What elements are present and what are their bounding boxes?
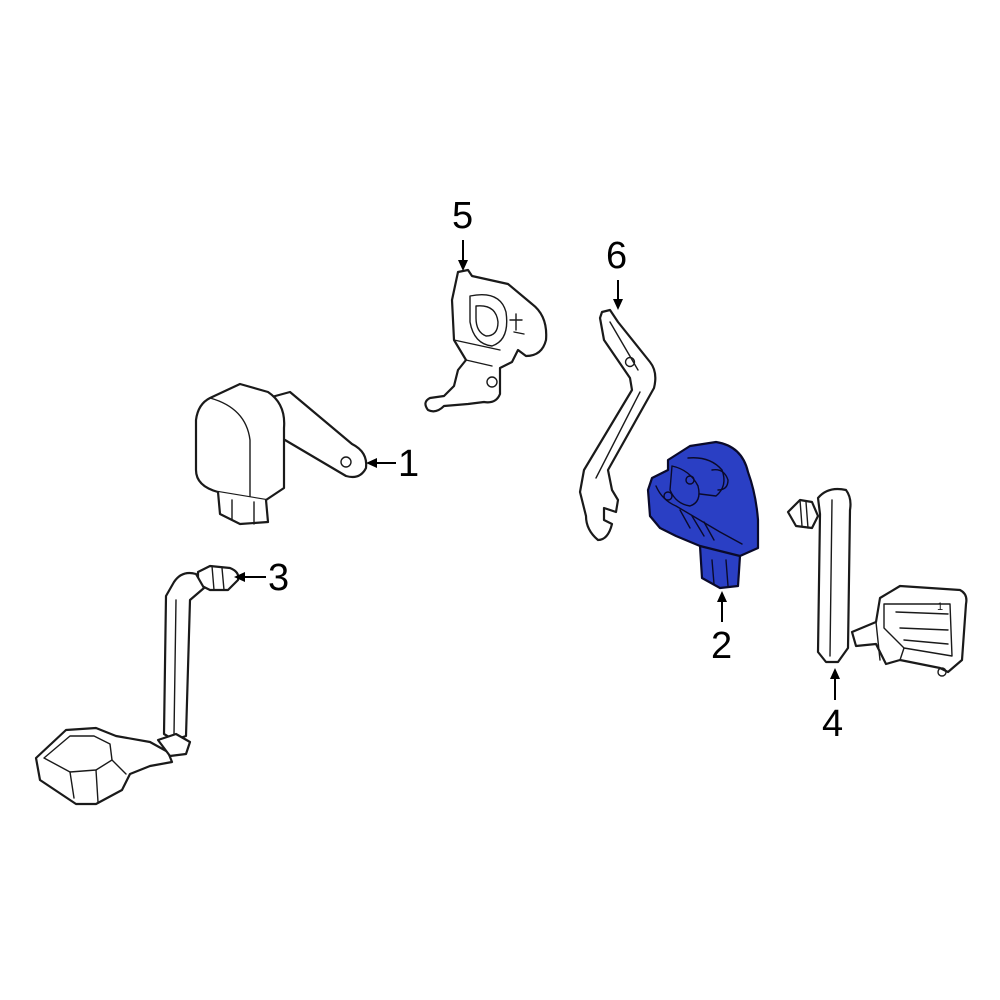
part-5-bracket[interactable] xyxy=(424,268,548,413)
callout-3[interactable]: 3 xyxy=(234,557,289,599)
callout-6-arrowhead xyxy=(613,299,623,310)
part-2-body xyxy=(646,440,760,558)
part-6-strap-bracket[interactable] xyxy=(578,308,657,542)
callout-4-label: 4 xyxy=(822,703,843,745)
callout-2-label: 2 xyxy=(711,625,732,667)
part-1-height-sensor[interactable] xyxy=(194,382,368,526)
callout-5[interactable]: 5 xyxy=(452,195,473,271)
part-4-link-assembly[interactable]: 1 xyxy=(786,487,968,677)
part-2-connector xyxy=(698,544,742,590)
part-2-level-sensor-highlighted[interactable] xyxy=(646,440,760,590)
callout-5-arrowhead xyxy=(458,260,468,271)
part-3-link-assembly[interactable] xyxy=(34,564,240,806)
callout-5-label: 5 xyxy=(452,195,473,237)
callout-1-arrowhead xyxy=(366,458,377,468)
callout-2-arrowhead xyxy=(717,591,727,602)
part-4-mark: 1 xyxy=(937,601,943,613)
callout-6[interactable]: 6 xyxy=(606,235,627,310)
callout-3-label: 3 xyxy=(268,557,289,599)
callout-2[interactable]: 2 xyxy=(711,591,732,667)
callout-3-arrowhead xyxy=(234,572,245,582)
callout-6-label: 6 xyxy=(606,235,627,277)
callout-4-arrowhead xyxy=(830,668,840,679)
callout-4[interactable]: 4 xyxy=(822,668,843,745)
callout-1[interactable]: 1 xyxy=(366,443,419,485)
callout-1-label: 1 xyxy=(398,443,419,485)
